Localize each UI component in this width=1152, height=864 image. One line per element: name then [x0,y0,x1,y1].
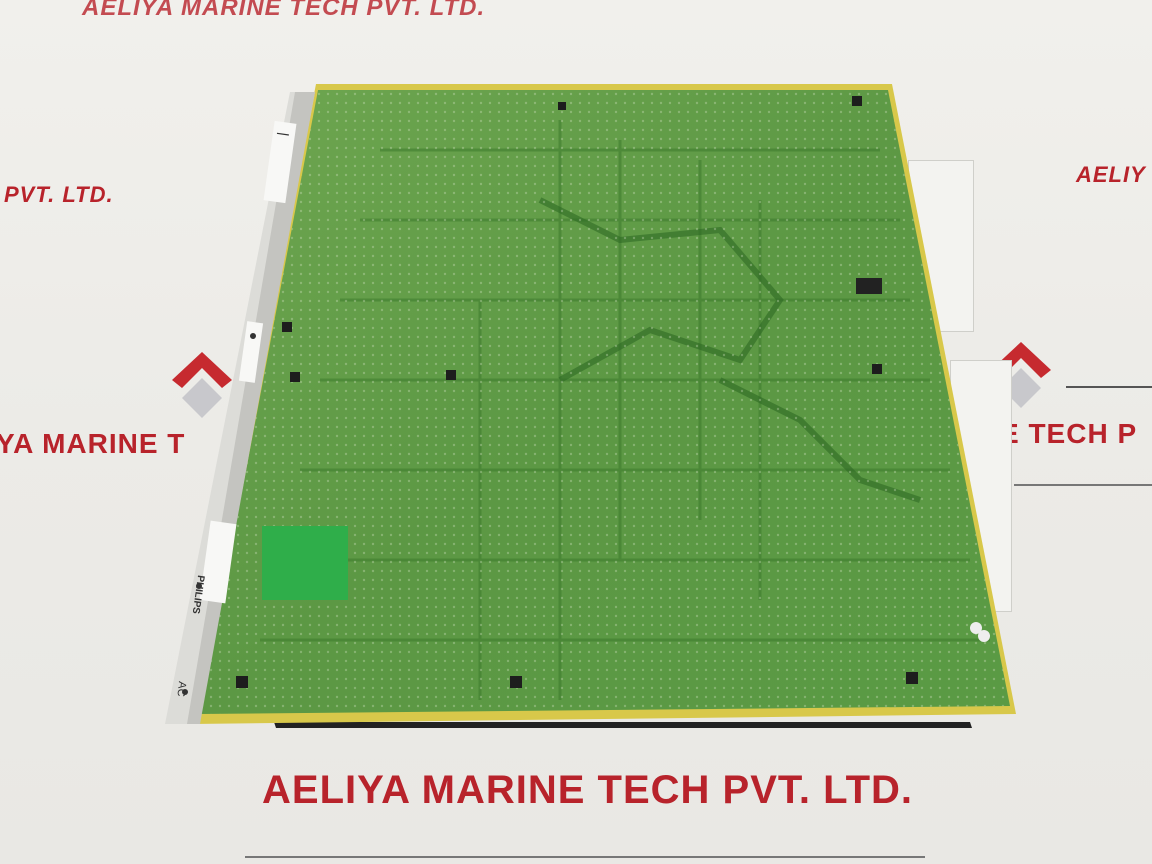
front-panel-rail [165,92,315,724]
watermark-logo-left [172,352,232,418]
watermark-line-right-2 [1014,484,1152,486]
watermark-bottom: AELIYA MARINE TECH PVT. LTD. [262,768,914,812]
rail-marking: AC [174,680,188,698]
watermark-top: AELIYA MARINE TECH PVT. LTD. [82,0,486,21]
watermark-left-upper: PVT. LTD. [4,182,114,207]
watermark-line-right [1066,386,1152,388]
watermark-left-middle: YA MARINE T [0,428,186,459]
copper-pad-area [262,526,348,600]
ic-chip [856,278,882,294]
watermark-right-upper: AELIY [1076,162,1146,187]
watermark-right-middle: E TECH P [1000,418,1138,449]
watermark-line-bottom [245,856,925,858]
board-shadow [274,722,972,728]
